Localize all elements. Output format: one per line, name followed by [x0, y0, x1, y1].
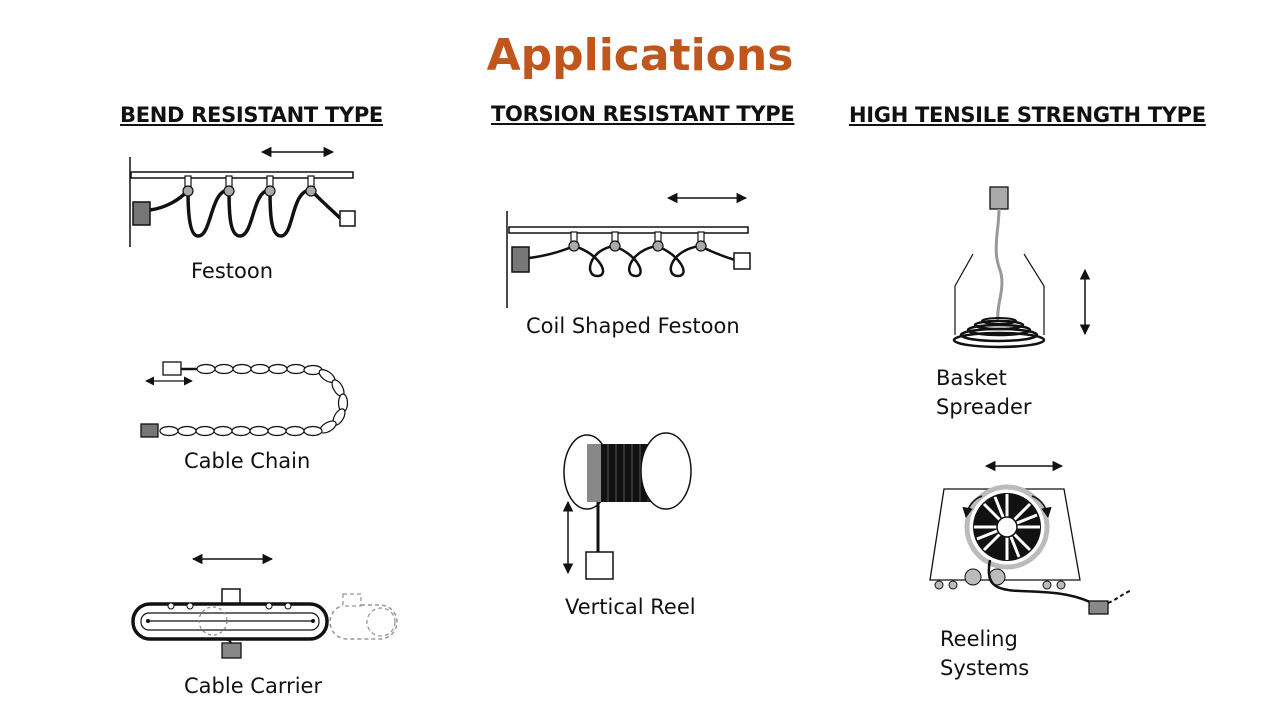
heading-bend-resistant: BEND RESISTANT TYPE [120, 103, 383, 127]
caption-line: Systems [940, 656, 1030, 680]
cable-chain-illustration [140, 361, 349, 438]
festoon-illustration [129, 146, 356, 247]
page-title: Applications [486, 30, 794, 81]
caption-coil-festoon: Coil Shaped Festoon [526, 314, 740, 338]
vertical-reel-illustration [562, 432, 692, 580]
caption-line: Basket [936, 366, 1007, 390]
caption-reeling-systems: Reeling Systems [940, 625, 1029, 683]
caption-line: Reeling [940, 627, 1018, 651]
coil-festoon-illustration [506, 192, 751, 308]
basket-spreader-illustration [952, 186, 1091, 349]
caption-cable-chain: Cable Chain [184, 449, 311, 473]
heading-high-tensile: HIGH TENSILE STRENGTH TYPE [849, 103, 1206, 127]
caption-vertical-reel: Vertical Reel [565, 595, 696, 619]
cable-carrier-illustration [131, 553, 398, 659]
heading-torsion-resistant: TORSION RESISTANT TYPE [491, 102, 795, 126]
caption-basket-spreader: Basket Spreader [936, 364, 1032, 422]
caption-line: Spreader [936, 395, 1032, 419]
reeling-system-illustration [929, 460, 1133, 615]
caption-cable-carrier: Cable Carrier [184, 674, 323, 698]
caption-festoon: Festoon [191, 259, 274, 283]
